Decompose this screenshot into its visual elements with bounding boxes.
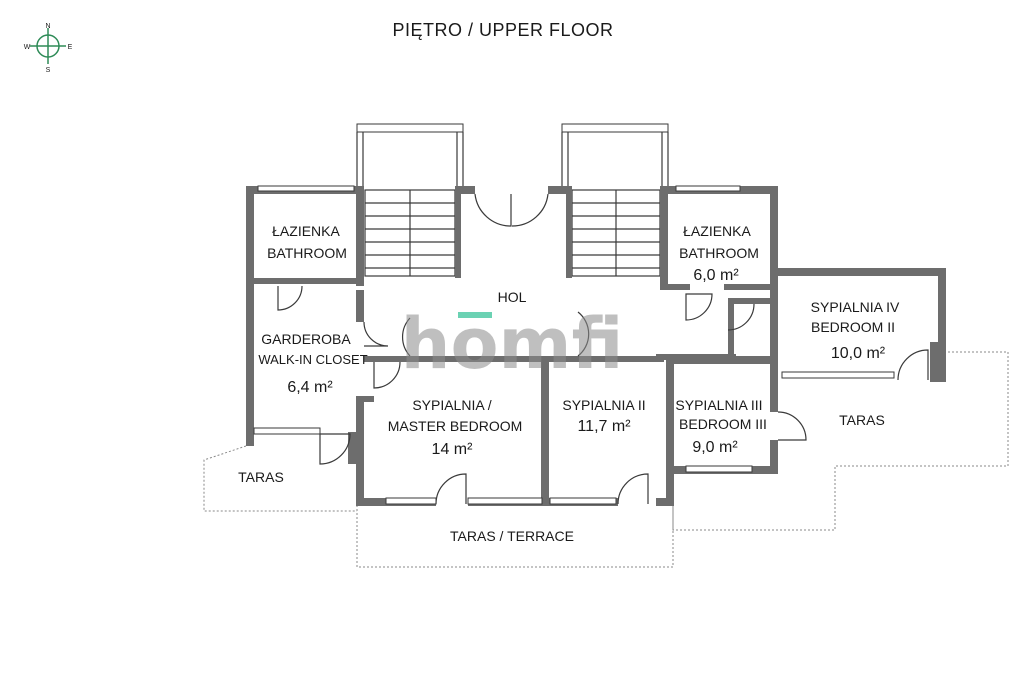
terrace-center-label: TARAS / TERRACE xyxy=(450,528,574,544)
compass-icon: N S W E xyxy=(24,23,73,74)
watermark-accent xyxy=(458,312,492,318)
bath-right-label-en: BATHROOM xyxy=(679,245,759,261)
bed3-area: 9,0 m² xyxy=(692,439,738,456)
bath-right-label-pl: ŁAZIENKA xyxy=(683,223,751,239)
bed4-area: 10,0 m² xyxy=(831,345,886,362)
closet-area: 6,4 m² xyxy=(287,379,333,396)
closet-label-en: WALK-IN CLOSET xyxy=(258,352,367,367)
terrace-right-label: TARAS xyxy=(839,412,885,428)
master-label-pl: SYPIALNIA / xyxy=(412,397,491,413)
bed4-label-en: BEDROOM II xyxy=(811,319,895,335)
page-title: PIĘTRO / UPPER FLOOR xyxy=(392,20,613,40)
stairs-right xyxy=(571,189,661,277)
stairs-left xyxy=(364,189,456,277)
watermark-logo: homfi xyxy=(401,303,624,385)
terrace-outlines xyxy=(203,351,1009,568)
compass-north: N xyxy=(45,23,50,30)
hall-label: HOL xyxy=(498,289,527,305)
compass-east: E xyxy=(68,44,73,51)
bath-left-label-en: BATHROOM xyxy=(267,245,347,261)
master-label-en: MASTER BEDROOM xyxy=(388,418,523,434)
bed3-label-en: BEDROOM III xyxy=(679,416,767,432)
master-area: 14 m² xyxy=(432,441,474,458)
balcony-left xyxy=(356,123,464,186)
bed2-area: 11,7 m² xyxy=(577,418,631,435)
closet-label-pl: GARDEROBA xyxy=(261,331,351,347)
terrace-left-label: TARAS xyxy=(238,469,284,485)
bath-right-area: 6,0 m² xyxy=(693,267,739,284)
bed3-label-pl: SYPIALNIA III xyxy=(675,397,762,413)
compass-south: S xyxy=(46,67,51,74)
compass-west: W xyxy=(24,44,31,51)
doors xyxy=(277,193,929,505)
bed2-label: SYPIALNIA II xyxy=(562,397,645,413)
bath-left-label-pl: ŁAZIENKA xyxy=(272,223,340,239)
balcony-right xyxy=(561,123,669,186)
bed4-label-pl: SYPIALNIA IV xyxy=(811,299,900,315)
